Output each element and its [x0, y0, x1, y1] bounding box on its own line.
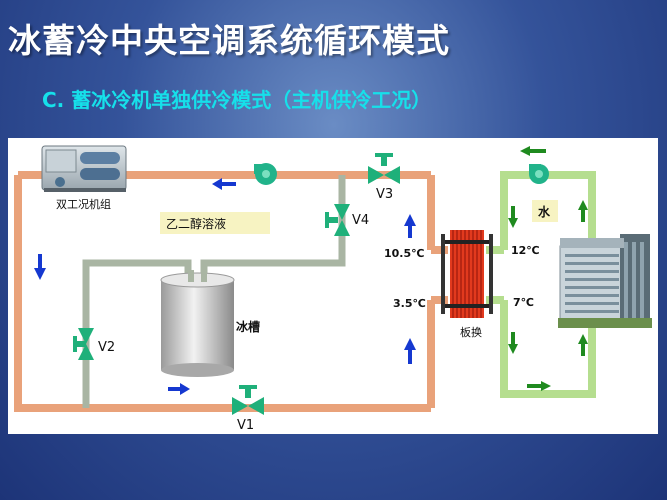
flow-arrow-water-down-upper [508, 206, 518, 228]
heat-exchanger-label: 板换 [460, 325, 482, 339]
flow-arrow-down-left [34, 254, 46, 280]
slide-title: 冰蓄冷中央空调系统循环模式 [8, 21, 450, 60]
temp-water-return: 12℃ [511, 244, 540, 257]
cooling-loop-diagram: 双工况机组 冰槽 乙二醇溶液 [14, 145, 652, 433]
valve-v1-label: V1 [237, 418, 254, 433]
ice-tank [160, 270, 235, 377]
temp-glycol-supply: 10.5℃ [384, 247, 424, 260]
valve-v2-label: V2 [98, 340, 115, 355]
glycol-label: 乙二醇溶液 [166, 216, 226, 231]
water-pump-icon [529, 164, 549, 184]
slide-subtitle: C. 蓄冰冷机单独供冷模式（主机供冷工况） [42, 88, 432, 112]
valve-v1 [232, 385, 264, 415]
water-label: 水 [538, 204, 551, 219]
glycol-pipe-left [14, 175, 431, 412]
valve-v4-label: V4 [352, 213, 369, 228]
flow-arrow-up-right-lower [404, 338, 416, 364]
chiller-label: 双工况机组 [56, 197, 111, 211]
chiller-unit [41, 145, 127, 192]
water-flow-arrows [508, 146, 588, 391]
flow-arrow-up-right-upper [404, 214, 416, 238]
flow-arrow-water-bottom [527, 381, 551, 391]
valve-v3-label: V3 [376, 187, 393, 202]
plate-heat-exchanger [441, 230, 493, 318]
temp-glycol-return: 3.5℃ [393, 297, 426, 310]
office-building-icon [558, 234, 652, 328]
flow-arrow-water-top [520, 146, 546, 156]
water-label-box [532, 200, 558, 222]
valve-v2 [73, 328, 94, 360]
flow-arrow-water-up-right-lower [578, 334, 588, 356]
flow-arrow-water-up-right-upper [578, 200, 588, 222]
glycol-flow-arrows [34, 178, 416, 395]
flow-arrow-right-bottom [168, 383, 190, 395]
temp-water-supply: 7℃ [513, 296, 534, 309]
valve-v3 [368, 153, 400, 184]
glycol-pump-icon [254, 163, 277, 185]
flow-arrow-water-down-lower [508, 332, 518, 354]
valve-v4 [325, 204, 350, 236]
flow-arrow-left-top [212, 178, 236, 190]
ice-tank-label: 冰槽 [236, 319, 260, 334]
diagram-panel: 双工况机组 冰槽 乙二醇溶液 [8, 138, 658, 434]
glycol-label-box [160, 212, 270, 234]
